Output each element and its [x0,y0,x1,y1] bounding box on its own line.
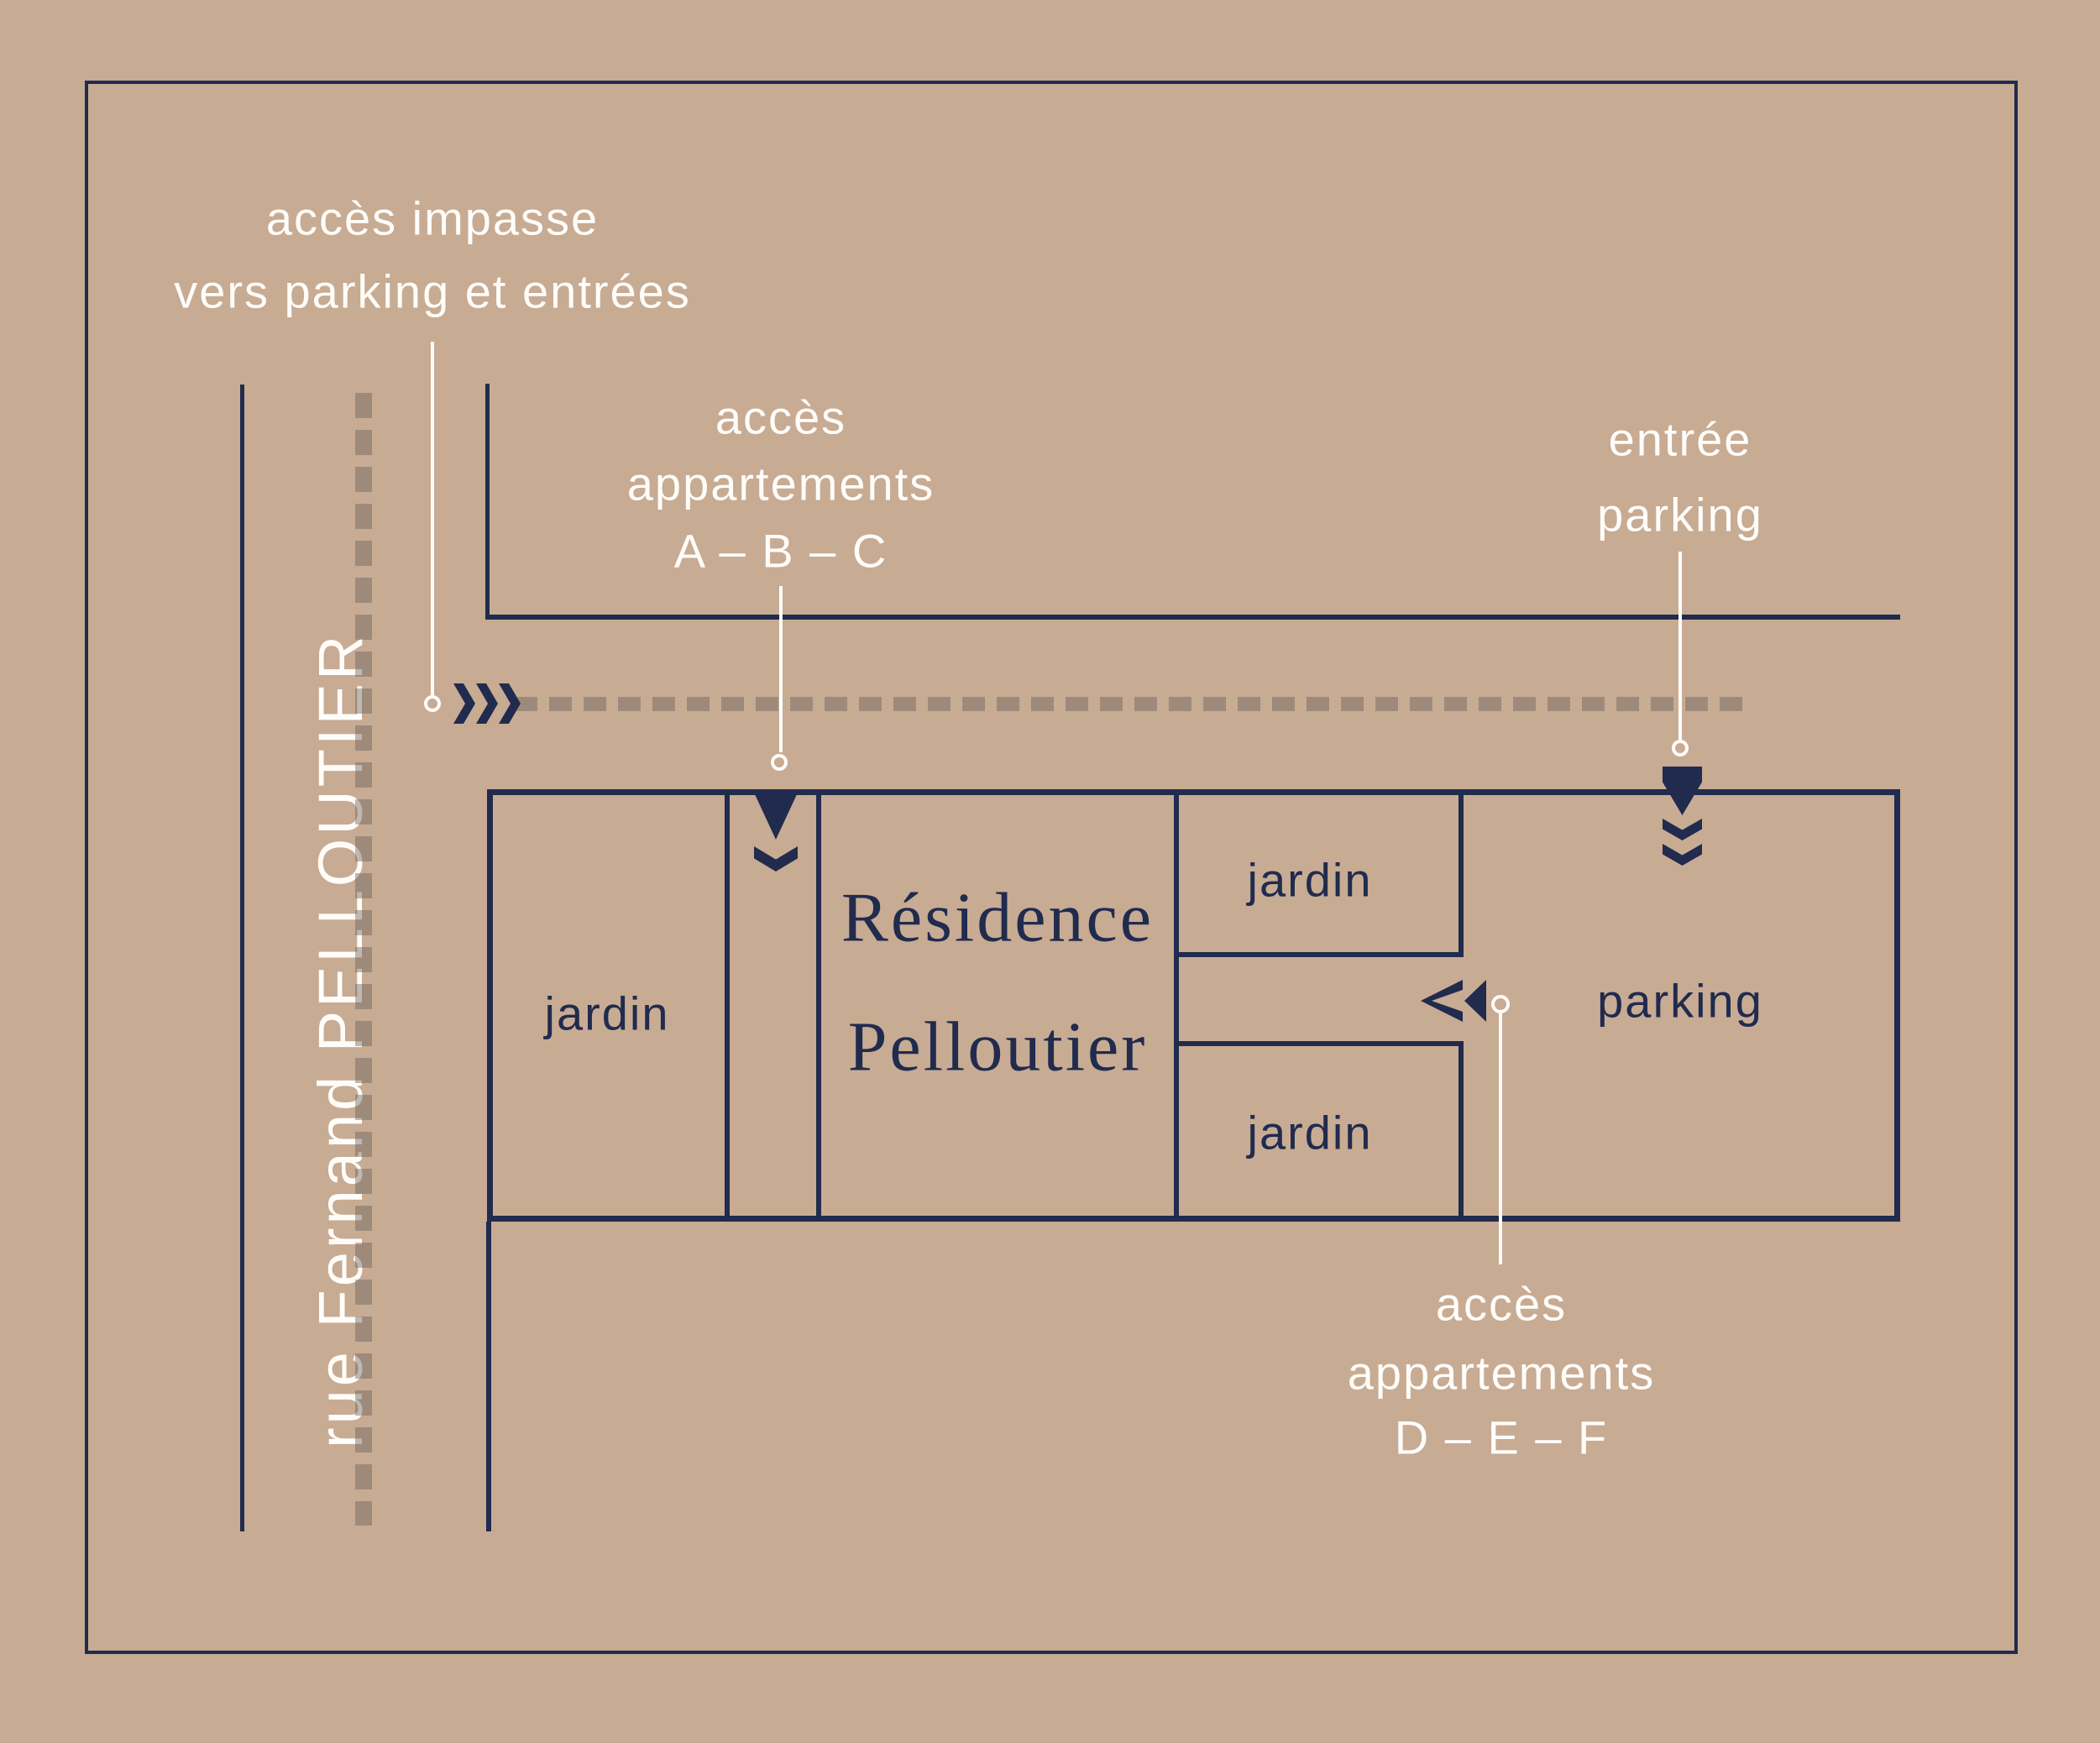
garden-top-right-edge-line [1458,789,1464,957]
impasse-road-top-line [485,615,1900,620]
garden-top-bottom-edge-line [1174,952,1464,957]
residence-name-line1: Résidence [841,878,1155,957]
parking-entrance-callout-line1: entrée [1608,412,1752,466]
corridor-abc-partition-line [816,789,821,1222]
street-left-edge-line [240,385,244,1531]
residence-right-partition-line [1174,789,1179,1222]
impasse-callout-line2: vers parking et entrées [174,264,691,318]
impasse-callout-dot-icon [424,695,441,712]
residence-name-line2: Pelloutier [847,1008,1148,1086]
apartments-abc-callout-line3: A – B – C [673,524,888,578]
apartments-def-callout-line2: appartements [1347,1346,1656,1400]
map-border-frame [85,81,2018,1654]
garden-left-partition-line [725,789,730,1222]
garden-bottom-label: jardin [1247,1106,1373,1159]
parking-entrance-callout-dot-icon [1672,740,1689,756]
garden-bottom-right-edge-line [1458,1041,1464,1222]
garden-bottom-top-edge-line [1174,1041,1464,1046]
impasse-dashed-path [515,697,1751,711]
apartments-abc-callout-line1: accès [715,390,847,444]
apartments-def-callout-line3: D – E – F [1394,1411,1609,1464]
street-right-edge-lower-line [486,1222,491,1531]
garden-top-label: jardin [1247,853,1373,907]
parking-entrance-callout-line2: parking [1597,488,1763,542]
residence-building-outline [487,789,1900,1222]
street-dashed-path [355,393,372,1526]
apartments-abc-callout-dot-icon [771,754,788,771]
parking-area-label: parking [1597,974,1763,1028]
parking-entrance-callout-line [1678,552,1682,740]
apartments-def-callout-line [1499,1013,1502,1264]
street-right-edge-upper-line [485,384,490,620]
garden-left-label: jardin [544,987,670,1040]
impasse-callout-line [431,342,434,695]
apartments-def-callout-dot-icon [1491,995,1510,1013]
apartments-abc-callout-line [779,586,783,752]
impasse-callout-line1: accès impasse [265,191,600,245]
apartments-abc-callout-line2: appartements [626,457,935,510]
apartments-def-callout-line1: accès [1435,1277,1568,1331]
